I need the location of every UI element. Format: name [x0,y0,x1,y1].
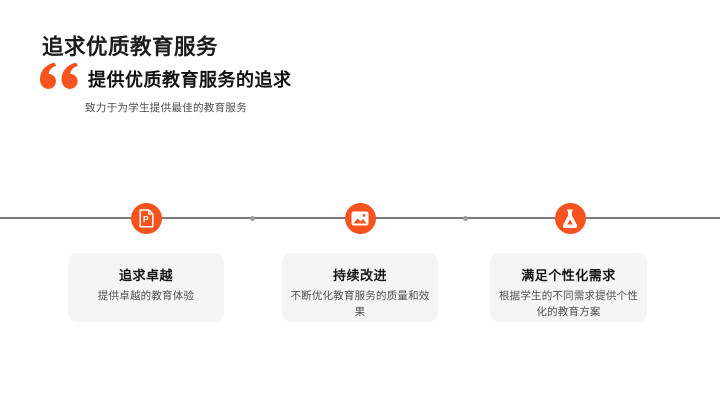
file-letter: P [143,214,149,224]
card-description: 不断优化教育服务的质量和效果 [290,290,430,318]
card-title: 持续改进 [332,268,387,283]
card-title: 追求卓越 [118,268,173,283]
card-title: 满足个性化需求 [521,268,616,283]
subtitle: 致力于为学生提供最佳的教育服务 [85,102,247,114]
timeline-card-3: 满足个性化需求 根据学生的不同需求提供个性化的教育方案 [490,253,647,322]
presentation-file-icon: P [138,208,154,228]
timeline-card-2: 持续改进 不断优化教育服务的质量和效果 [282,253,438,322]
flask-icon [562,209,578,228]
quote-icon [40,62,78,89]
card-description: 提供卓越的教育体验 [97,290,195,302]
timeline-connector-dot [463,215,468,221]
quote-heading: 提供优质教育服务的追求 [88,70,292,90]
timeline-card-1: 追求卓越 提供卓越的教育体验 [68,253,224,322]
card-description: 根据学生的不同需求提供个性化的教育方案 [498,290,639,318]
timeline-node-2 [344,202,376,234]
timeline-connector-dot [250,215,255,221]
image-icon [351,211,369,225]
page-title: 追求优质教育服务 [42,35,219,59]
timeline-node-3 [554,202,586,234]
timeline-node-1: P [130,202,162,234]
